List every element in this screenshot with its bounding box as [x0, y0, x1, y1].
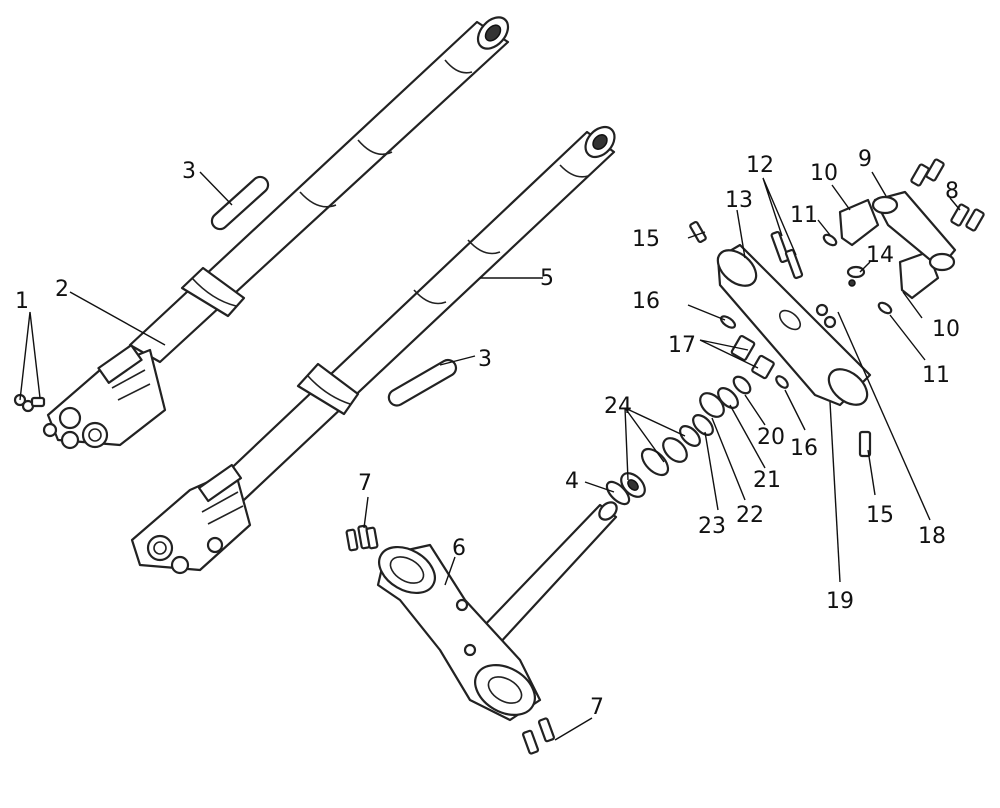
label-1: 1	[15, 289, 29, 314]
bearing-stack	[605, 375, 789, 506]
label-7-upper: 7	[358, 471, 372, 496]
label-14: 14	[866, 243, 894, 268]
leader-lines	[19, 171, 961, 741]
label-11-lower: 11	[922, 363, 950, 388]
lower-triple-clamp-with-stem	[376, 501, 618, 722]
label-19: 19	[826, 589, 854, 614]
fork-tube-right	[130, 125, 616, 575]
bolts-part-7-upper	[345, 524, 379, 552]
label-23: 23	[698, 514, 726, 539]
label-4: 4	[565, 469, 579, 494]
label-10-upper: 10	[810, 161, 838, 186]
guard-part-3-upper	[210, 175, 270, 231]
label-3-upper: 3	[182, 159, 196, 184]
label-8: 8	[945, 179, 959, 204]
label-18: 18	[918, 524, 946, 549]
callout-labels: 1 2 3 5 3 4 6 7 7 8 9 10 10 11 11 12 13 …	[15, 147, 960, 720]
label-17: 17	[668, 333, 696, 358]
label-24: 24	[604, 394, 632, 419]
label-12: 12	[746, 153, 774, 178]
label-10-lower: 10	[932, 317, 960, 342]
fork-tube-left	[42, 16, 510, 450]
small-parts-upper-right	[689, 220, 893, 458]
label-11-upper: 11	[790, 203, 818, 228]
label-9: 9	[858, 147, 872, 172]
guard-part-3-lower	[387, 358, 458, 407]
label-7-lower: 7	[590, 695, 604, 720]
label-13: 13	[725, 188, 753, 213]
label-20: 20	[757, 425, 785, 450]
label-21: 21	[753, 468, 781, 493]
label-16-upper: 16	[632, 289, 660, 314]
bolts-part-7-lower	[522, 717, 555, 755]
upper-triple-clamp	[716, 243, 872, 407]
label-15-upper: 15	[632, 227, 660, 252]
label-15-lower: 15	[866, 503, 894, 528]
label-5: 5	[540, 266, 554, 291]
handlebar-clamps	[838, 190, 957, 300]
bolts-part-8	[910, 158, 985, 232]
label-16-lower: 16	[790, 436, 818, 461]
label-6: 6	[452, 536, 466, 561]
label-22: 22	[736, 503, 764, 528]
label-3-lower: 3	[478, 347, 492, 372]
label-2: 2	[55, 277, 69, 302]
